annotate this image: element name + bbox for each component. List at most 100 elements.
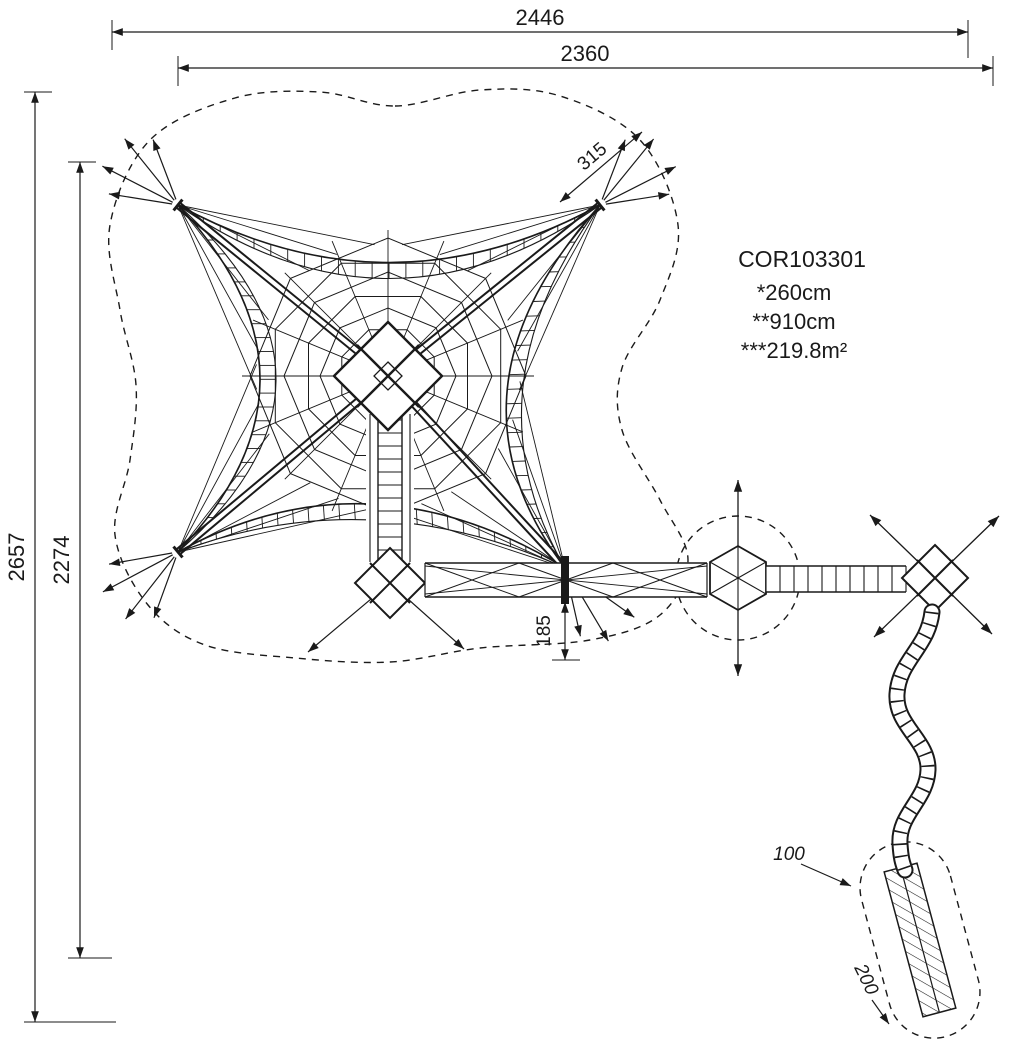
drawing-segment: [559, 131, 643, 203]
climbing-net: [102, 138, 677, 642]
drawing-segment: [177, 364, 257, 553]
drawing-segment: [397, 240, 445, 353]
drawing-segment: [916, 559, 954, 597]
drawing-segment: [177, 204, 277, 553]
drawing-segment: [506, 402, 522, 405]
drawing-segment: [517, 204, 601, 352]
drawing-segment: [338, 504, 341, 520]
drawing-segment: [385, 377, 564, 571]
drawing-segment: [153, 557, 177, 619]
drawing-segment: [102, 165, 173, 203]
drawing-segment: [175, 206, 387, 380]
drawing-segment: [177, 204, 375, 246]
drawing-segment: [505, 204, 601, 569]
drawing-segment: [512, 419, 566, 569]
drawing-segment: [284, 272, 370, 358]
drawing-segment: [177, 482, 311, 553]
drawing-segment: [507, 204, 601, 321]
drawing-segment: [177, 204, 310, 271]
dim-bridge-label: 185: [534, 615, 555, 647]
drawing-segment: [172, 545, 184, 559]
dim-anchor-length-label: 200: [849, 960, 882, 999]
drawing-segment: [152, 139, 177, 200]
drawing-segment: [177, 507, 377, 553]
drawing-segment: [177, 497, 339, 553]
drawing-segment: [900, 867, 940, 1013]
drawing-segment: [373, 361, 403, 391]
drawing-segment: [179, 201, 391, 375]
drawing-segment: [709, 561, 739, 579]
drawing-segment: [605, 192, 670, 205]
dim-net-depth-label: 2274: [49, 536, 74, 585]
drawing-segment: [451, 491, 566, 569]
drawing-segment: [252, 385, 365, 433]
drawing-segment: [177, 403, 260, 553]
dim-anchor-width-label: 100: [773, 844, 805, 865]
dim-overall-width-label: 2446: [516, 5, 565, 30]
drawing-segment: [737, 561, 767, 579]
drawing-segment: [177, 204, 259, 351]
drawing-segment: [125, 556, 175, 620]
attached-elements: [307, 320, 1000, 1018]
drawing-segment: [519, 381, 566, 569]
drawing-segment: [175, 372, 387, 551]
drawing-segment: [890, 610, 939, 873]
drawing-segment: [389, 206, 603, 380]
drawing-segment: [424, 562, 520, 598]
drawing-segment: [737, 577, 767, 595]
drawing-segment: [284, 394, 370, 480]
drawing-segment: [402, 204, 601, 246]
drawing-segment: [518, 204, 601, 391]
drawing-segment: [252, 319, 365, 367]
drawing-segment: [292, 509, 294, 524]
drawing-segment: [446, 516, 449, 530]
drawing-segment: [507, 431, 523, 434]
drawing-segment: [369, 562, 411, 604]
drawing-segment: [439, 204, 601, 256]
drawing-segment: [353, 503, 356, 520]
spec-line-2: **910cm: [752, 309, 835, 334]
drawing-segment: [322, 505, 325, 521]
drawing-segment: [385, 201, 599, 375]
drawing-segment: [520, 329, 535, 332]
drawing-segment: [509, 538, 511, 547]
drawing-segment: [177, 204, 337, 255]
drawing-segment: [356, 344, 420, 408]
drawing-segment: [612, 562, 708, 598]
drawing-segment: [478, 525, 480, 538]
drawing-segment: [108, 191, 173, 205]
dim-corner-rope-label: 315: [574, 139, 612, 176]
drawing-segment: [177, 204, 269, 321]
drawing-segment: [331, 240, 379, 353]
drawing-segment: [108, 88, 689, 664]
drawing-segment: [276, 513, 279, 526]
drawing-segment: [415, 509, 418, 525]
drawing-segment: [102, 554, 173, 593]
drawing-segment: [172, 198, 184, 212]
drawing-segment: [871, 999, 890, 1025]
drawing-segment: [108, 552, 173, 567]
drawing-segment: [177, 204, 261, 553]
drawing-segment: [497, 448, 566, 569]
drawing-segment: [411, 319, 524, 367]
drawing-segment: [800, 863, 852, 887]
dim-net-width-label: 2360: [561, 41, 610, 66]
drawing-segment: [467, 204, 601, 272]
drawing-segment: [179, 377, 391, 556]
drawing-segment: [411, 385, 524, 433]
drawing-segment: [421, 503, 566, 569]
drawing-segment: [177, 204, 258, 390]
drawing-segment: [709, 577, 739, 595]
drawing-segment: [246, 521, 248, 532]
product-code: COR103301: [738, 246, 866, 272]
drawing-segment: [561, 556, 569, 604]
dimension-lines: [24, 20, 994, 1025]
spec-line-3: ***219.8m²: [741, 338, 847, 363]
drawing-segment: [307, 507, 310, 522]
drawing-segment: [261, 517, 264, 529]
drawing-segment: [389, 373, 568, 567]
dim-overall-depth-label: 2657: [4, 533, 29, 582]
spec-line-1: *260cm: [757, 280, 832, 305]
drawing-segment: [520, 204, 601, 569]
